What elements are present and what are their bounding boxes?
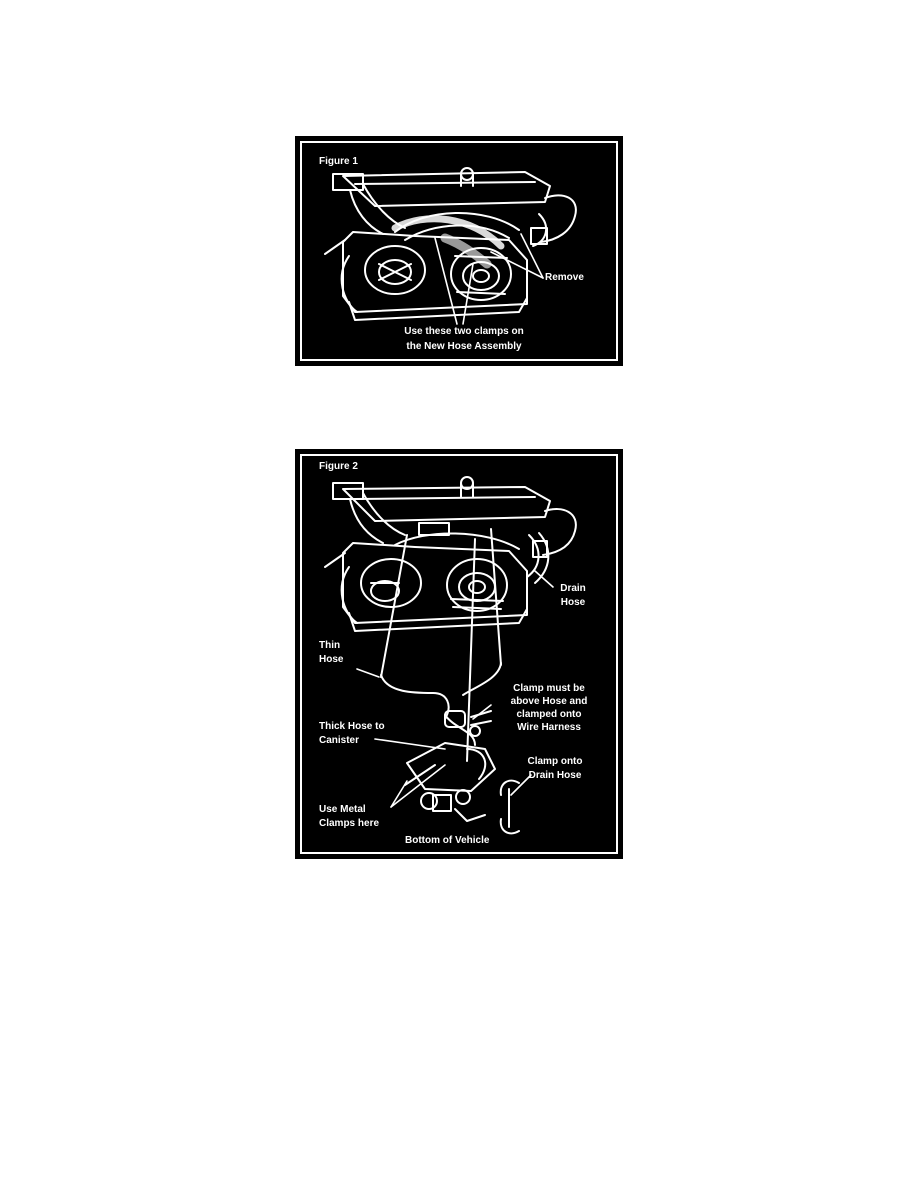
bottom-of-vehicle-label: Bottom of Vehicle — [405, 835, 490, 846]
figure-1-engine-illustration — [324, 167, 577, 325]
thick-hose-label-line-2: Canister — [319, 735, 360, 746]
use-clamps-label: Use these two clamps on the New Hose Ass… — [379, 326, 549, 353]
drain-hose-label: Drain Hose — [551, 583, 595, 609]
thick-hose-label: Thick Hose to Canister — [319, 721, 385, 747]
remove-label: Remove — [545, 272, 584, 283]
clamp-above-hose-label-line-2: above Hose and — [510, 696, 588, 707]
thin-hose-label-line-1: Thin — [319, 640, 341, 651]
figure-2: Figure 2 Drain Hose Thin Hose Clamp must… — [295, 449, 623, 859]
clamp-drain-hose-label: Clamp onto Drain Hose — [517, 756, 593, 782]
use-clamps-label-line-1: Use these two clamps on — [404, 326, 524, 337]
figure-1-title: Figure 1 — [319, 156, 358, 167]
drain-hose-label-line-2: Hose — [560, 597, 586, 608]
clamp-above-hose-label-line-1: Clamp must be — [513, 683, 585, 694]
thin-hose-label: Thin Hose — [319, 640, 343, 666]
clamp-above-hose-label: Clamp must be above Hose and clamped ont… — [501, 683, 597, 734]
figure-1-frame — [300, 141, 618, 361]
figure-2-title: Figure 2 — [319, 461, 358, 472]
clamp-drain-hose-label-line-2: Drain Hose — [528, 770, 582, 781]
clamp-drain-hose-label-line-1: Clamp onto — [527, 756, 583, 767]
clamp-above-hose-label-line-3: clamped onto — [516, 709, 582, 720]
drain-hose-label-line-1: Drain — [560, 583, 586, 594]
thin-hose-label-line-2: Hose — [319, 654, 344, 665]
metal-clamps-label: Use Metal Clamps here — [319, 804, 379, 830]
use-clamps-label-line-2: the New Hose Assembly — [406, 341, 522, 352]
figure-2-engine-illustration — [324, 476, 577, 835]
clamp-above-hose-label-line-4: Wire Harness — [517, 722, 581, 733]
figure-1: Figure 1 Remove Use these two clamps on … — [295, 136, 623, 366]
metal-clamps-label-line-1: Use Metal — [319, 804, 366, 815]
metal-clamps-label-line-2: Clamps here — [319, 818, 380, 829]
figure-2-frame — [300, 454, 618, 854]
thick-hose-label-line-1: Thick Hose to — [319, 721, 385, 732]
